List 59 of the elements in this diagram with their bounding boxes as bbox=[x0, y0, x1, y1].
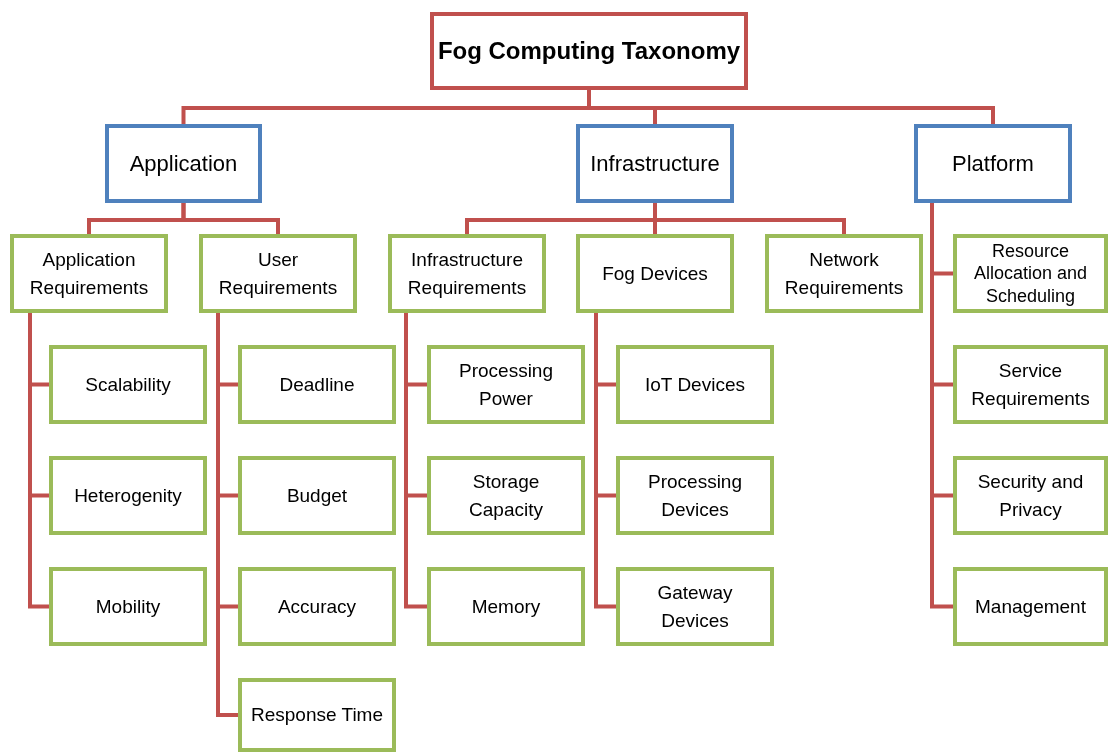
connector-line bbox=[181, 203, 280, 234]
connector-line bbox=[28, 313, 49, 609]
node-label: Fog Devices bbox=[602, 261, 708, 286]
category-box bbox=[238, 678, 396, 752]
node-label: Network Requirements bbox=[783, 247, 905, 300]
category-box bbox=[238, 567, 396, 646]
node-label: Application bbox=[129, 149, 238, 178]
category-box bbox=[49, 456, 207, 535]
node-label: Fog Computing Taxonomy bbox=[437, 35, 741, 66]
category-box bbox=[430, 12, 748, 90]
category-box bbox=[953, 345, 1108, 424]
category-box bbox=[765, 234, 923, 313]
node-label: IoT Devices bbox=[645, 372, 745, 397]
node-label: Memory bbox=[471, 594, 541, 619]
node-label: Scalability bbox=[85, 372, 171, 397]
node-label: Heterogenity bbox=[74, 483, 182, 508]
category-box bbox=[953, 456, 1108, 535]
node-label: Resource Allocation and Scheduling bbox=[972, 239, 1089, 308]
category-box bbox=[953, 567, 1108, 646]
category-box bbox=[616, 345, 774, 424]
node-label: Response Time bbox=[251, 703, 383, 728]
node-label: Gateway Devices bbox=[656, 580, 734, 633]
node-label: Processing Devices bbox=[647, 469, 743, 522]
connector-line bbox=[404, 313, 427, 609]
node-label: Management bbox=[975, 594, 1086, 619]
category-box bbox=[953, 234, 1108, 313]
node-label: Platform bbox=[952, 149, 1034, 178]
node-label: Storage Capacity bbox=[468, 469, 544, 522]
node-label: Accuracy bbox=[277, 594, 357, 619]
node-label: Infrastructure Requirements bbox=[406, 247, 528, 300]
category-box bbox=[199, 234, 357, 313]
node-label: Deadline bbox=[279, 372, 355, 397]
category-box bbox=[576, 234, 734, 313]
category-box bbox=[238, 456, 396, 535]
category-box bbox=[616, 567, 774, 646]
category-box bbox=[238, 345, 396, 424]
node-label: Infrastructure bbox=[590, 149, 720, 178]
connector-line bbox=[930, 203, 953, 609]
category-box bbox=[914, 124, 1072, 203]
node-label: Application Requirements bbox=[28, 247, 150, 300]
node-label: Security and Privacy bbox=[976, 469, 1085, 522]
category-box bbox=[105, 124, 262, 203]
category-box bbox=[388, 234, 546, 313]
connector-line bbox=[587, 90, 995, 124]
node-label: Processing Power bbox=[458, 358, 554, 411]
node-label: Service Requirements bbox=[970, 358, 1091, 411]
node-label: User Requirements bbox=[217, 247, 339, 300]
connector-line bbox=[594, 313, 616, 609]
category-box bbox=[49, 345, 207, 424]
node-label: Budget bbox=[286, 483, 348, 508]
category-box bbox=[10, 234, 168, 313]
connector-line bbox=[216, 313, 238, 717]
category-box bbox=[427, 456, 585, 535]
category-box bbox=[427, 567, 585, 646]
category-box bbox=[49, 567, 207, 646]
category-box bbox=[427, 345, 585, 424]
category-box bbox=[616, 456, 774, 535]
category-box bbox=[576, 124, 734, 203]
node-label: Mobility bbox=[95, 594, 161, 619]
